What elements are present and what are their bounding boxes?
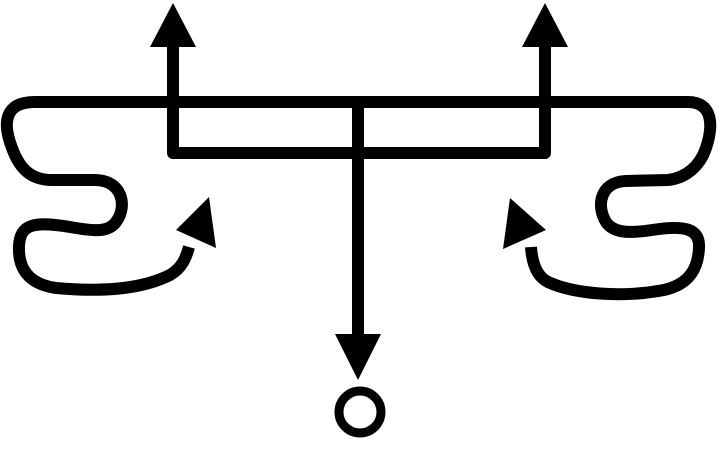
terminal-circle xyxy=(334,386,386,438)
sigil-strokes xyxy=(0,3,717,438)
left-curved-arrowhead xyxy=(176,197,216,248)
left-up-arrow-frame xyxy=(167,44,364,159)
right-up-arrowhead xyxy=(522,3,568,47)
right-curl-loop xyxy=(525,96,717,301)
left-curl-loop xyxy=(0,96,195,296)
center-down-arrowhead xyxy=(335,334,381,380)
right-curved-arrowhead xyxy=(503,198,546,249)
right-up-arrow-frame xyxy=(358,44,551,159)
left-up-arrowhead xyxy=(150,3,196,47)
